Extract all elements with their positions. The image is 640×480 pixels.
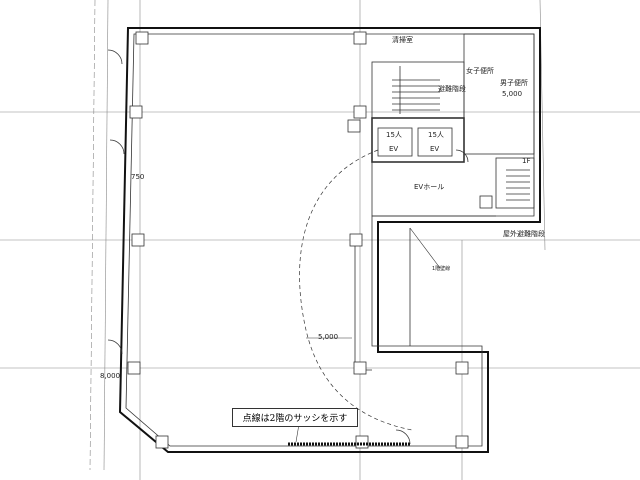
dimension-750: 750 (131, 173, 145, 181)
womens-toilet-label: 女子便所 (466, 67, 494, 75)
wall-line-label: 1階壁線 (432, 266, 451, 272)
dimension-5000: 5,000 (318, 333, 339, 341)
ev1-capacity: 15人 (386, 131, 402, 139)
dimension-8000: 8,000 (100, 372, 121, 380)
ev2-label: EV (430, 145, 440, 153)
floor-1f-label: 1F (522, 157, 531, 165)
mens-toilet-label: 男子便所 (500, 79, 528, 87)
cleaning-room-label: 清掃室 (392, 36, 413, 44)
outdoor-stairs-label: 屋外避難階段 (503, 230, 545, 238)
stairs-label: 避難階段 (438, 85, 466, 93)
sash-note: 点線は2階のサッシを示す (232, 408, 358, 427)
ev-hall-label: EVホール (414, 183, 445, 191)
toilet-dimension: 5,000 (502, 90, 523, 98)
ev1-label: EV (389, 145, 399, 153)
ev2-capacity: 15人 (428, 131, 444, 139)
